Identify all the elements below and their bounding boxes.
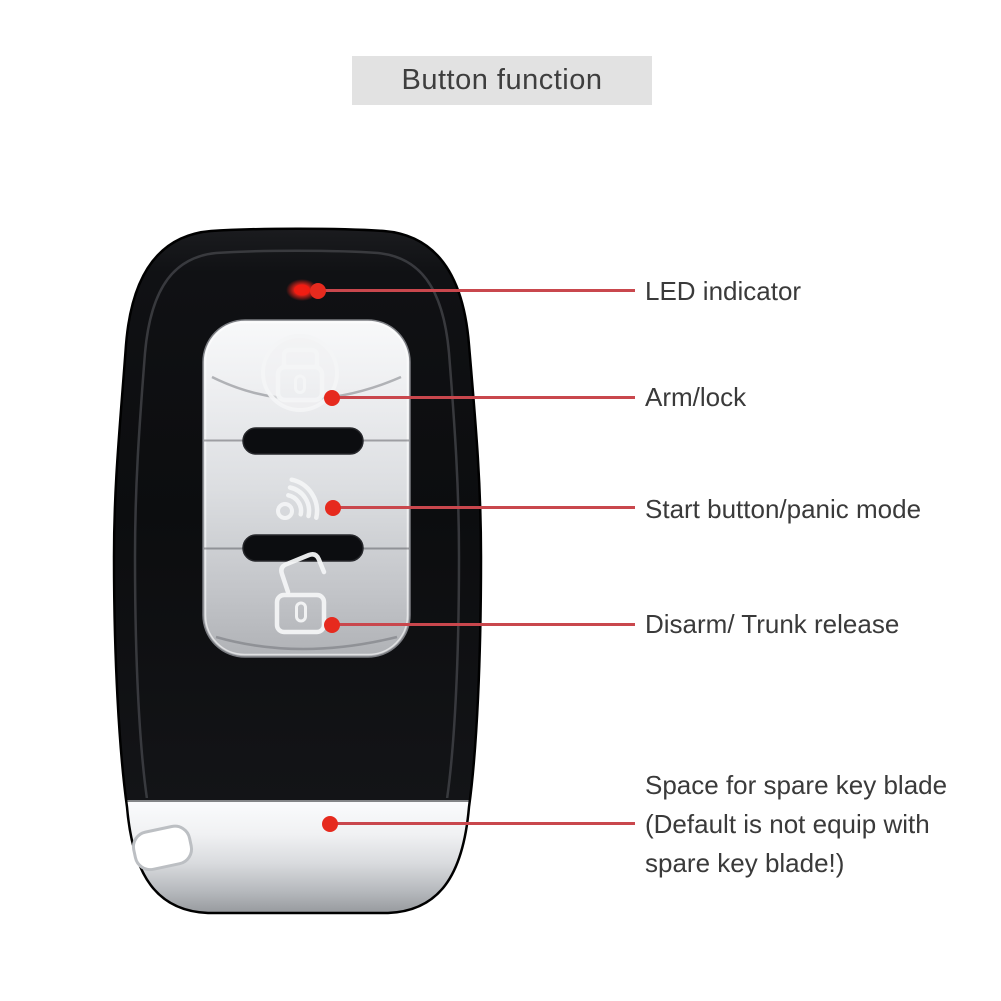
page-title: Button function bbox=[352, 56, 652, 105]
leader-line-arm bbox=[332, 396, 635, 399]
button-divider bbox=[242, 534, 364, 562]
key-fob-image bbox=[112, 227, 483, 915]
button-highlight-arc bbox=[215, 635, 398, 651]
annotation-label-spare-key: Space for spare key blade (Default is no… bbox=[645, 766, 947, 883]
spare-key-note-line-2: (Default is not equip with bbox=[645, 809, 930, 839]
anchor-dot-disarm bbox=[324, 617, 340, 633]
spare-key-note-line-3: spare key blade!) bbox=[645, 848, 845, 878]
leader-line-led bbox=[318, 289, 635, 292]
lock-icon bbox=[261, 334, 339, 412]
page-title-text: Button function bbox=[401, 64, 603, 96]
leader-line-disarm bbox=[332, 623, 635, 626]
annotation-label-arm: Arm/lock bbox=[645, 382, 747, 412]
anchor-dot-spare-key bbox=[322, 816, 338, 832]
leader-line-spare-key bbox=[330, 822, 635, 825]
annotation-label-disarm: Disarm/ Trunk release bbox=[645, 609, 900, 639]
anchor-dot-start bbox=[325, 500, 341, 516]
anchor-dot-led bbox=[310, 283, 326, 299]
annotation-label-led: LED indicator bbox=[645, 276, 802, 306]
button-panel bbox=[202, 319, 411, 658]
fob-outline bbox=[112, 227, 483, 915]
anchor-dot-arm bbox=[324, 390, 340, 406]
spare-key-note-line-1: Space for spare key blade bbox=[645, 770, 948, 800]
button-divider bbox=[242, 427, 364, 455]
unlock-icon bbox=[274, 552, 327, 635]
signal-icon bbox=[276, 477, 320, 520]
leader-line-start bbox=[333, 506, 635, 509]
led-indicator-light bbox=[286, 279, 318, 301]
keyring-hole bbox=[131, 824, 194, 872]
annotation-label-start: Start button/panic mode bbox=[645, 494, 922, 524]
